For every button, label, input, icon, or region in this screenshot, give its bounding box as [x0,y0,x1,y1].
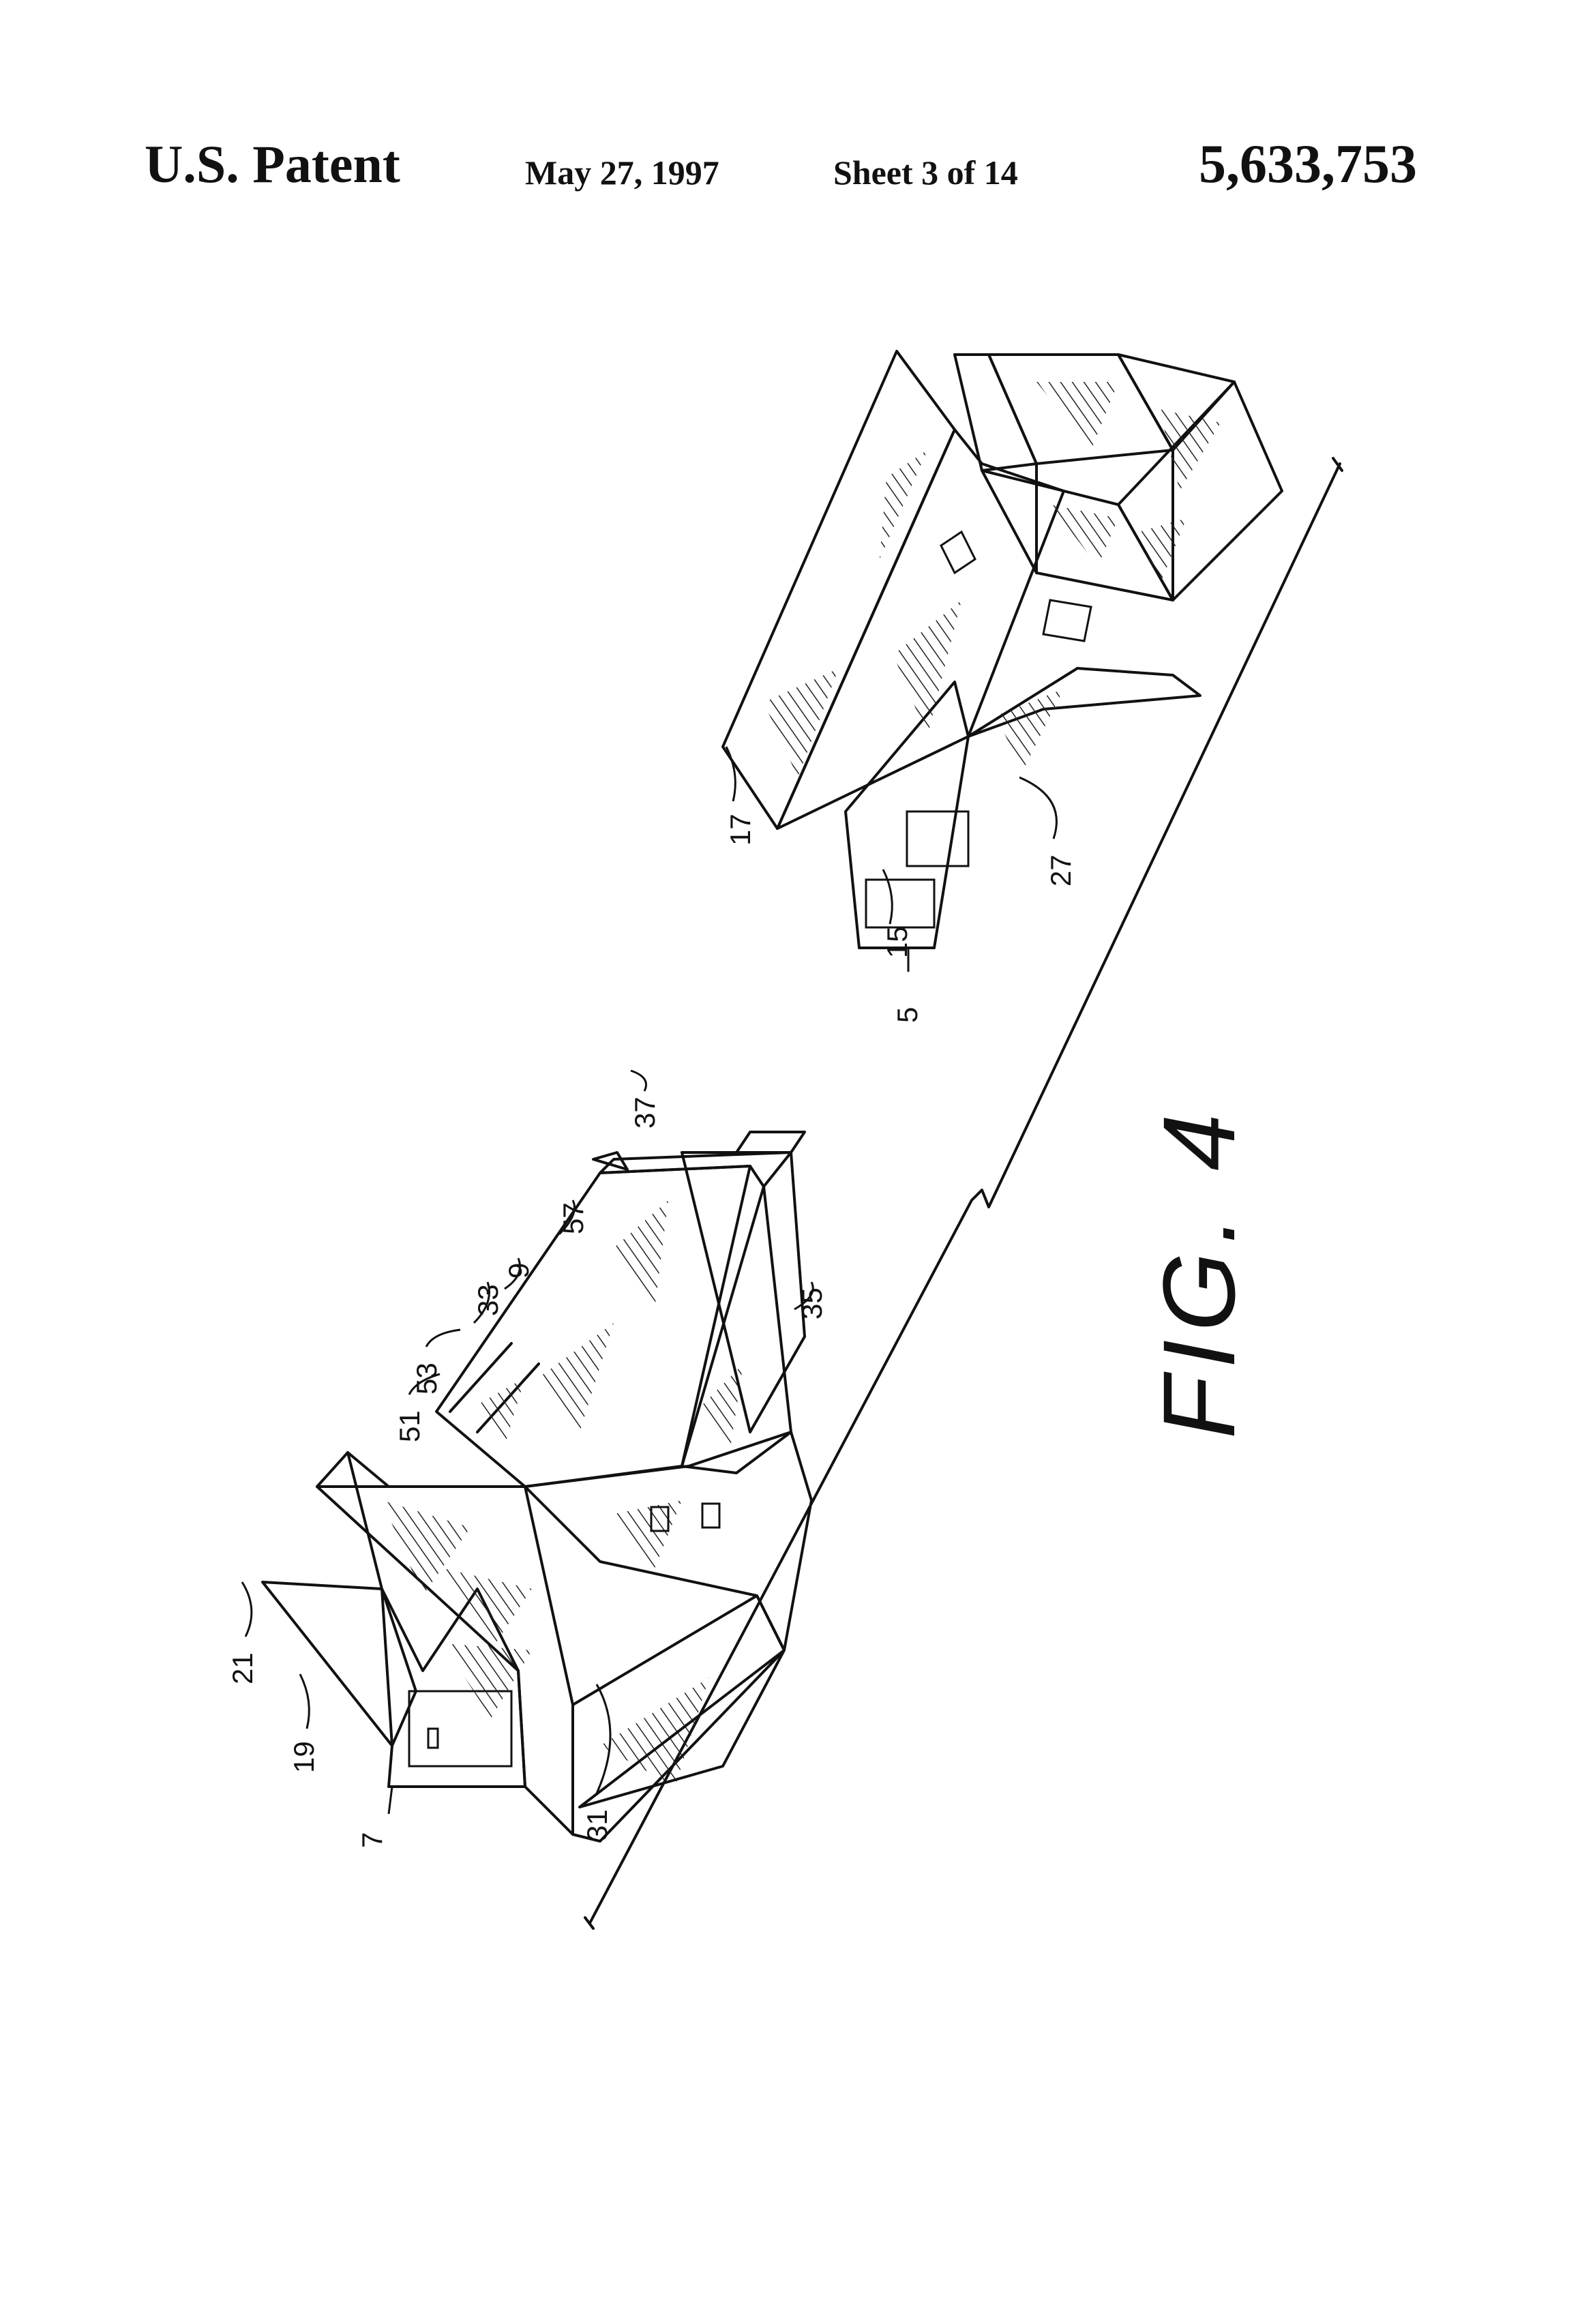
ref-51: 51 [393,1410,426,1442]
patent-date: May 27, 1997 [525,153,719,192]
ref-7: 7 [356,1832,388,1848]
module-5-drawing [721,350,1283,949]
ref-27: 27 [1045,854,1077,887]
ref-5: 5 [891,1007,923,1023]
figure-label: FIG. 4 [1141,1105,1256,1439]
ref-53: 53 [411,1362,443,1395]
module-7-drawing [261,1131,813,1843]
ref-19: 19 [288,1741,320,1773]
patent-title: U.S. Patent [145,134,400,194]
reference-labels: 5 15 17 27 7 19 21 31 51 53 33 9 57 37 3… [226,746,1077,1848]
ref-57: 57 [557,1202,589,1234]
ref-37: 37 [629,1097,661,1129]
ref-21: 21 [226,1652,258,1684]
ref-15: 15 [881,926,913,958]
ref-17: 17 [724,814,756,846]
ground-line [584,457,1343,1930]
patent-number: 5,633,753 [1199,134,1417,194]
ref-31: 31 [581,1809,613,1841]
sheet-number: Sheet 3 of 14 [833,153,1018,192]
